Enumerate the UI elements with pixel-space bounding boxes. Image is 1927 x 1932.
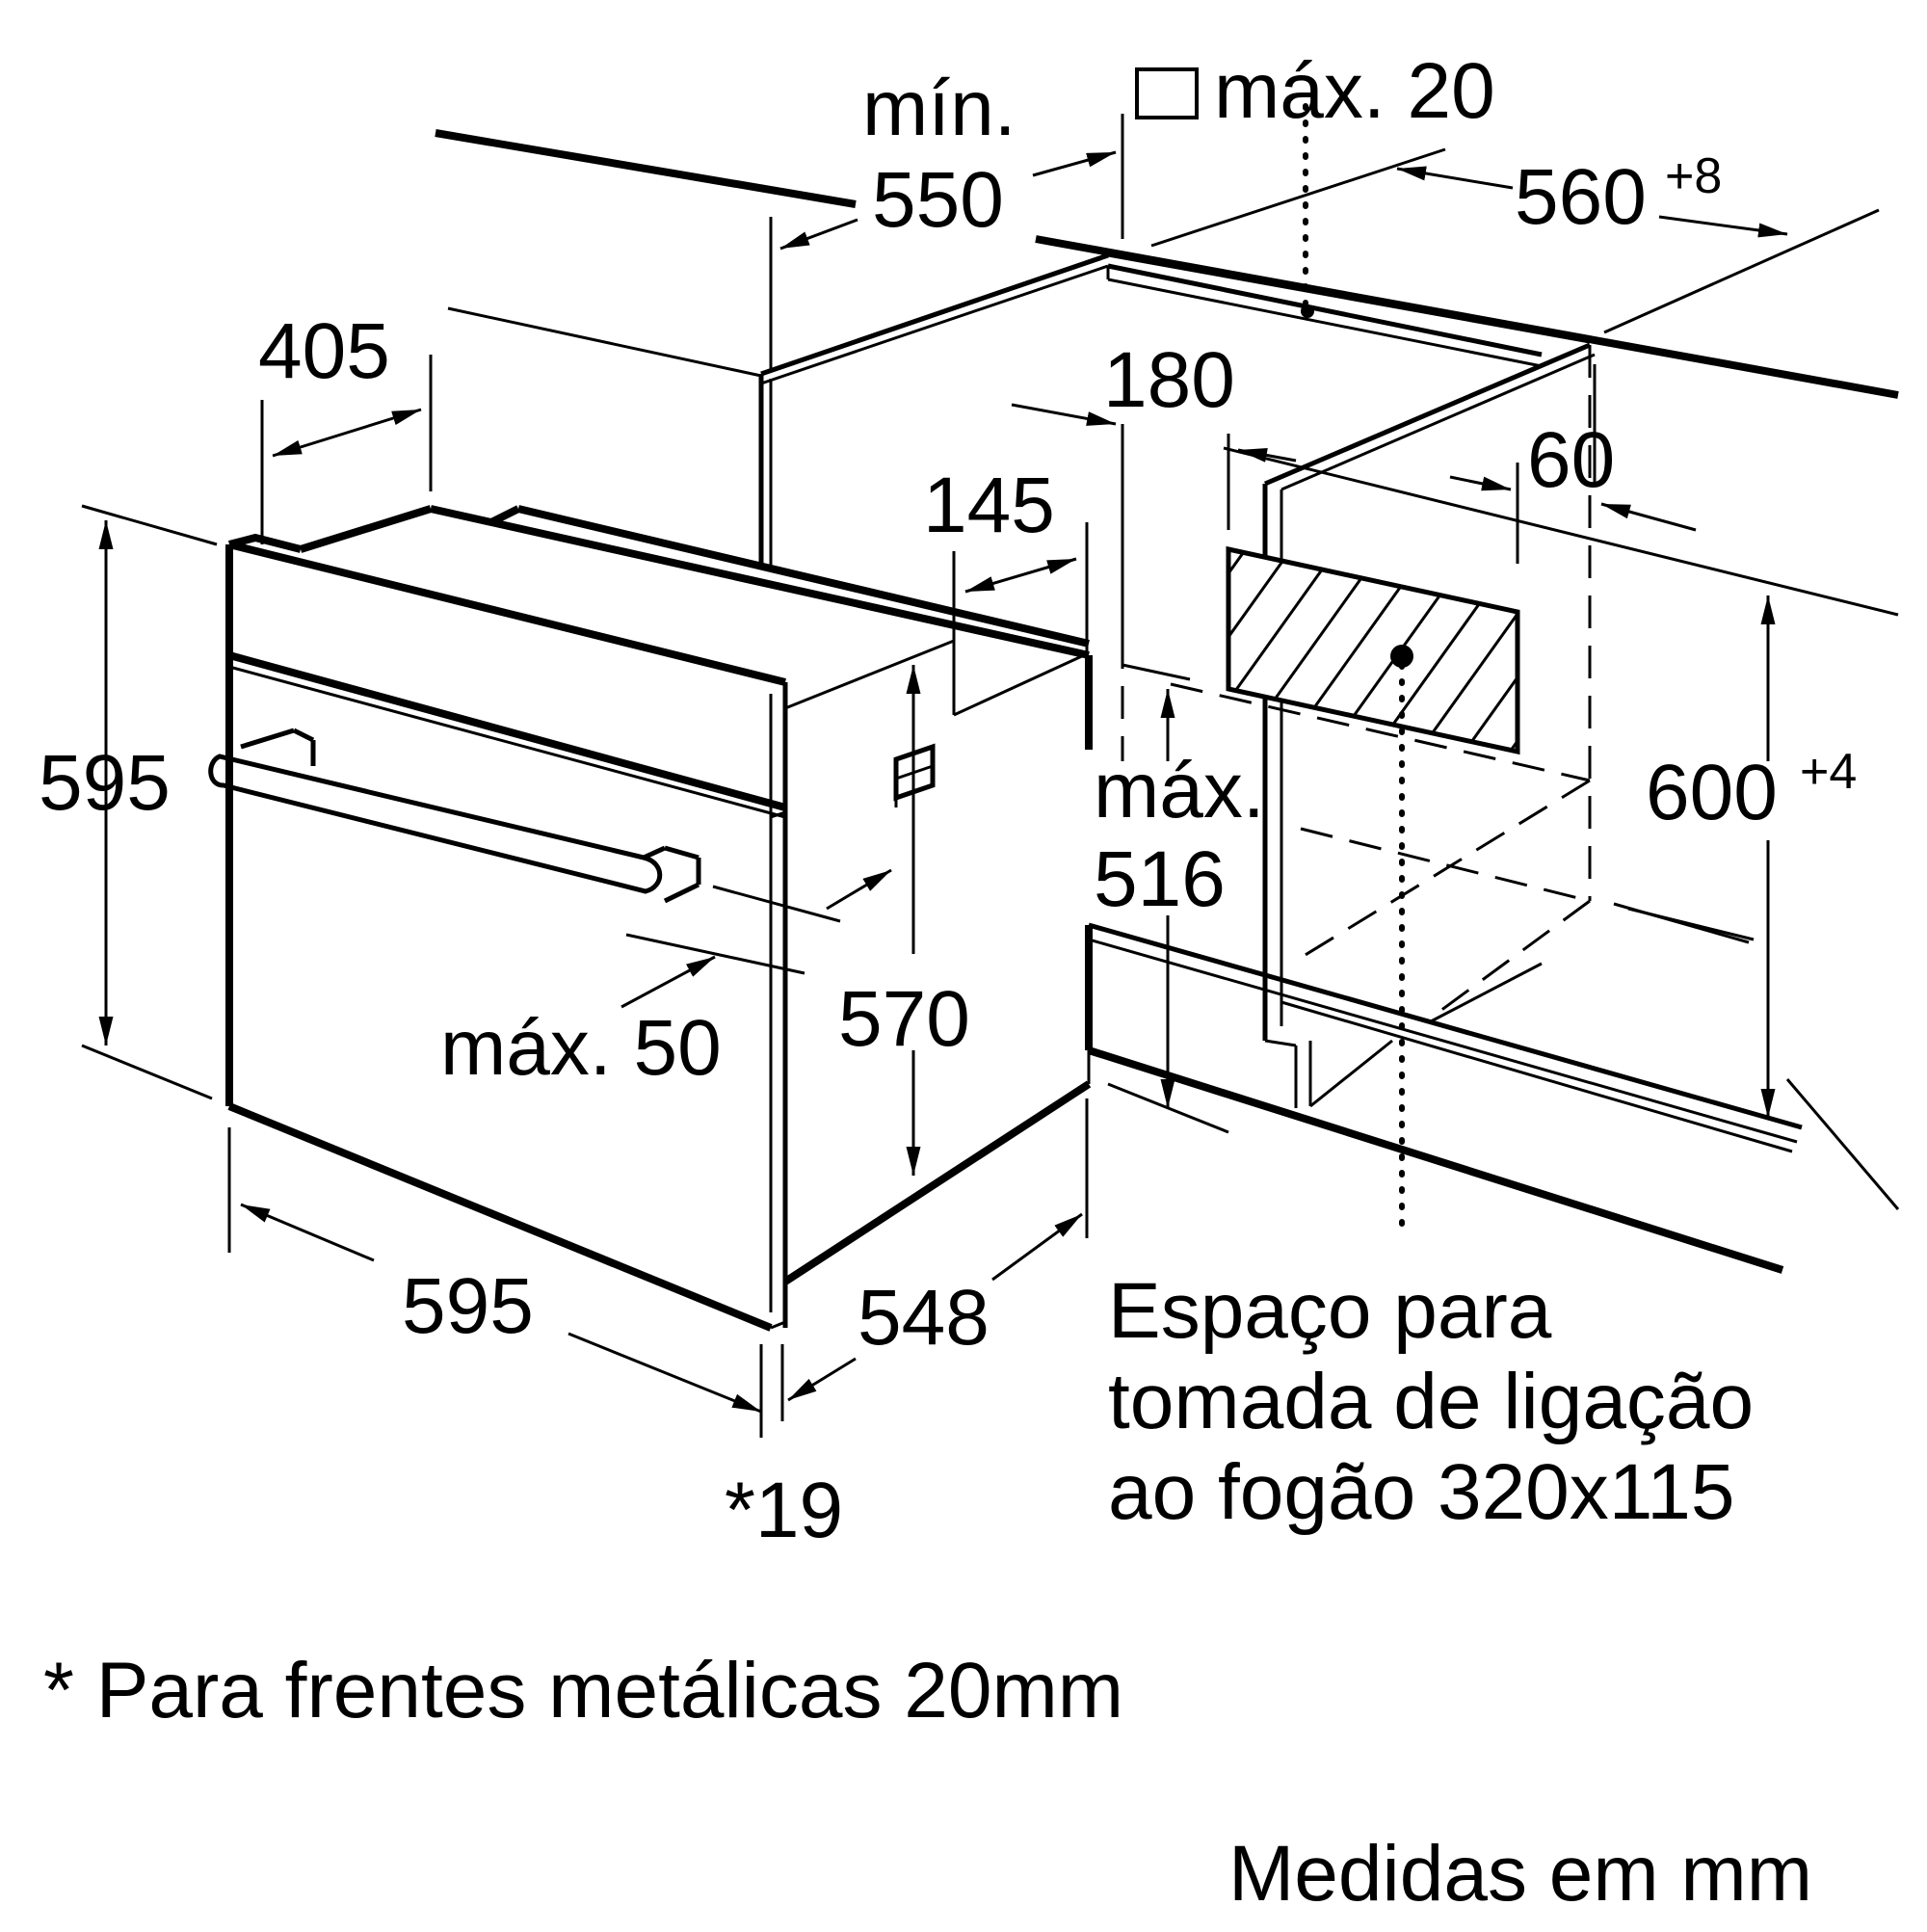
dimension-labels: mín. 550 máx. 20 560 +8 405 180 60 145 5…	[39, 47, 1857, 1554]
label-570: 570	[838, 975, 970, 1063]
socket-note-line1: Espaço para	[1108, 1267, 1552, 1355]
label-550: 550	[872, 156, 1004, 244]
dimension-lines	[81, 114, 1788, 1438]
socket-note-line3: ao fogão 320x115	[1108, 1448, 1735, 1536]
label-180: 180	[1103, 336, 1235, 424]
label-145: 145	[923, 462, 1055, 549]
cabinet-outline	[435, 129, 1900, 1274]
socket-area	[1226, 545, 1520, 1236]
label-560: 560	[1515, 153, 1647, 241]
label-600-tolerance: +4	[1800, 744, 1857, 800]
label-560-tolerance: +8	[1665, 148, 1722, 204]
label-max20: máx. 20	[1214, 47, 1495, 135]
label-min: mín.	[862, 65, 1016, 152]
label-600: 600	[1646, 749, 1778, 836]
footnote: * Para frentes metálicas 20mm	[43, 1647, 1123, 1734]
label-516: 516	[1094, 835, 1226, 923]
square-symbol	[1135, 67, 1199, 119]
units-note: Medidas em mm	[1228, 1830, 1812, 1918]
label-405: 405	[258, 307, 390, 395]
label-max: máx.	[1094, 747, 1265, 834]
oven-body	[208, 505, 1093, 1332]
socket-note-line2: tomada de ligação	[1108, 1358, 1754, 1445]
label-548: 548	[858, 1274, 990, 1362]
label-max50: máx. 50	[440, 1004, 722, 1092]
label-595-height: 595	[39, 739, 171, 827]
socket-note: Espaço para tomada de ligação ao fogão 3…	[1108, 1267, 1754, 1536]
label-595-width: 595	[402, 1262, 534, 1350]
label-19: *19	[725, 1467, 843, 1554]
label-60: 60	[1527, 416, 1615, 504]
